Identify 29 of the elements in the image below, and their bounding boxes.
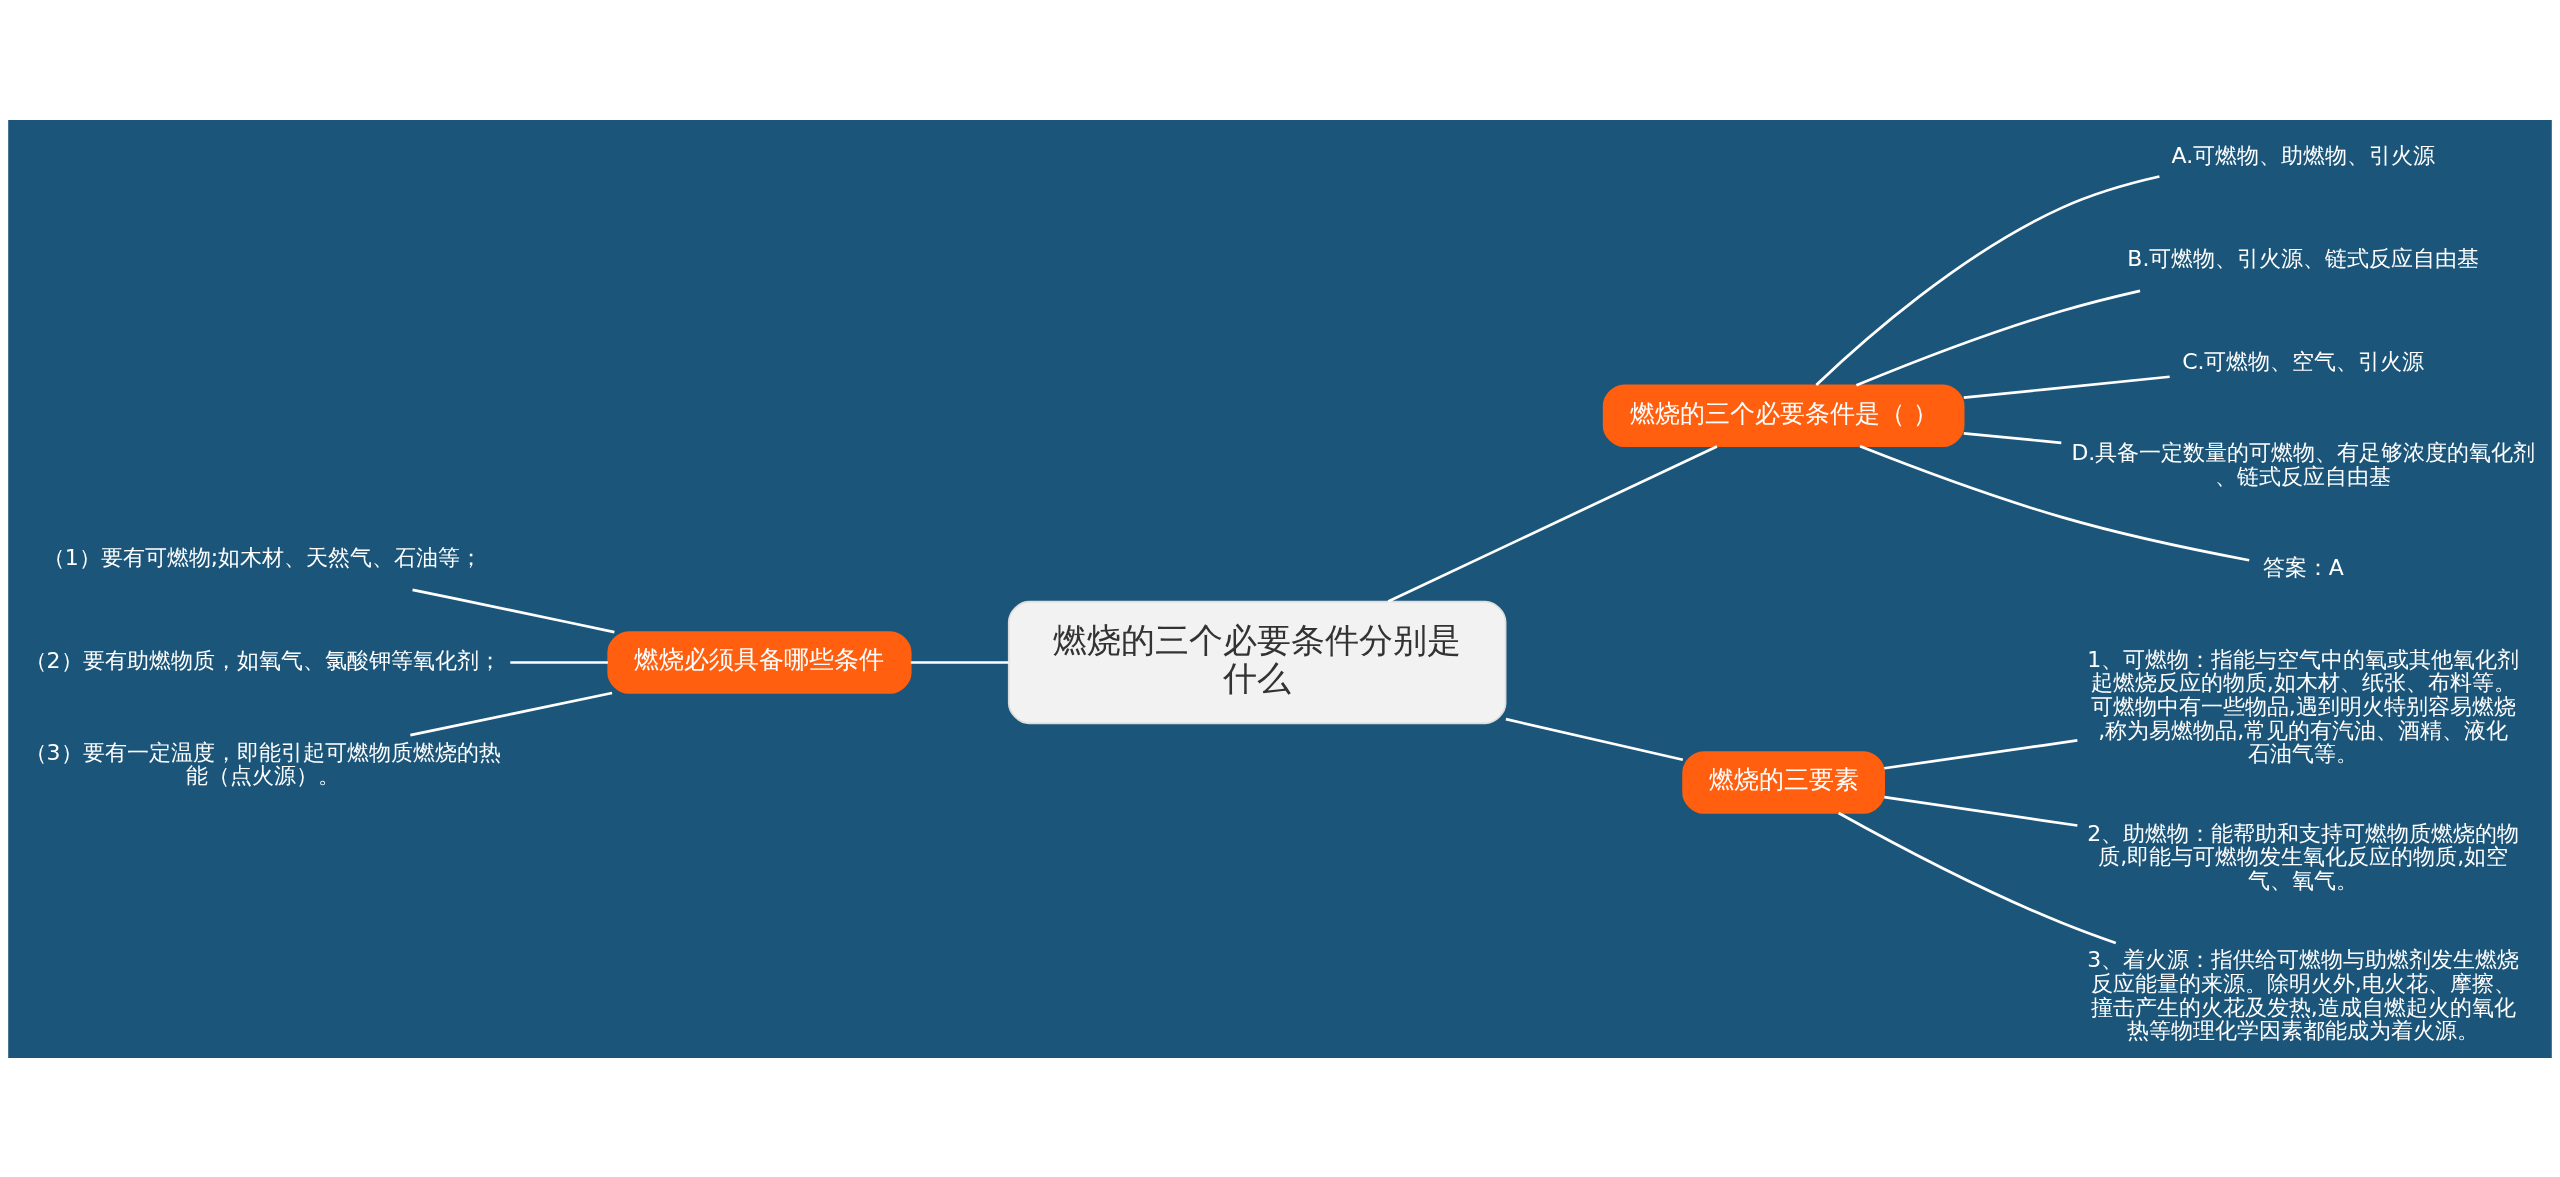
node-text: 答案：A xyxy=(2262,554,2344,580)
connector xyxy=(1963,374,2170,399)
node-text: 1、可燃物：指能与空气中的氧或其他氧化剂起燃烧反应的物质,如木材、纸张、布料等。可燃物中有一些物品,遇到明火特别容易燃烧,称为易燃物品,常见的有汽油、酒精、液化石油气等。 xyxy=(2087,646,2520,766)
node-text: D.具备一定数量的可燃物、有足够浓度的氧化剂、链式反应自由基 xyxy=(2071,439,2536,489)
connector xyxy=(412,588,615,633)
node-text: （3）要有一定温度，即能引起可燃物质燃烧的热能（点火源）。 xyxy=(24,739,501,788)
connector xyxy=(1963,431,2062,444)
node-text: 3、着火源：指供给可燃物与助燃剂发生燃烧反应能量的来源。除明火外,电火花、摩擦、撞击产生的火花及发热,造成自燃起火的氧化热等物理化学因素都能成为着火源。 xyxy=(2087,946,2520,1043)
node-box: 燃烧的三个必要条件是（ ） xyxy=(1602,384,1965,447)
connector xyxy=(1859,444,2250,562)
node-text: （2）要有助燃物质，如氧气、氯酸钾等氧化剂； xyxy=(24,647,501,673)
node-text: C.可燃物、空气、引火源 xyxy=(2182,348,2425,374)
connector xyxy=(1837,811,2117,944)
connector xyxy=(1815,174,2160,386)
node-box: 燃烧的三个必要条件分别是什么 xyxy=(1007,600,1507,724)
connector xyxy=(1855,289,2141,387)
node-text: 2、助燃物：能帮助和支持可燃物质燃烧的物质,即能与可燃物发生氧化反应的物质,如空气、氧气。 xyxy=(2087,820,2520,893)
connector xyxy=(910,660,1009,664)
node-text: （1）要有可燃物;如木材、天然气、石油等； xyxy=(42,544,483,570)
connector xyxy=(1884,795,2078,827)
connector xyxy=(510,660,608,664)
node-box: 燃烧的三要素 xyxy=(1682,750,1886,814)
node-text: B.可燃物、引火源、链式反应自由基 xyxy=(2127,245,2480,271)
connector xyxy=(1505,717,1684,761)
connector xyxy=(1884,738,2078,770)
connector xyxy=(1387,444,1718,603)
node-box: 燃烧必须具备哪些条件 xyxy=(607,630,912,694)
connector xyxy=(410,691,613,736)
node-text: A.可燃物、助燃物、引火源 xyxy=(2171,142,2436,168)
